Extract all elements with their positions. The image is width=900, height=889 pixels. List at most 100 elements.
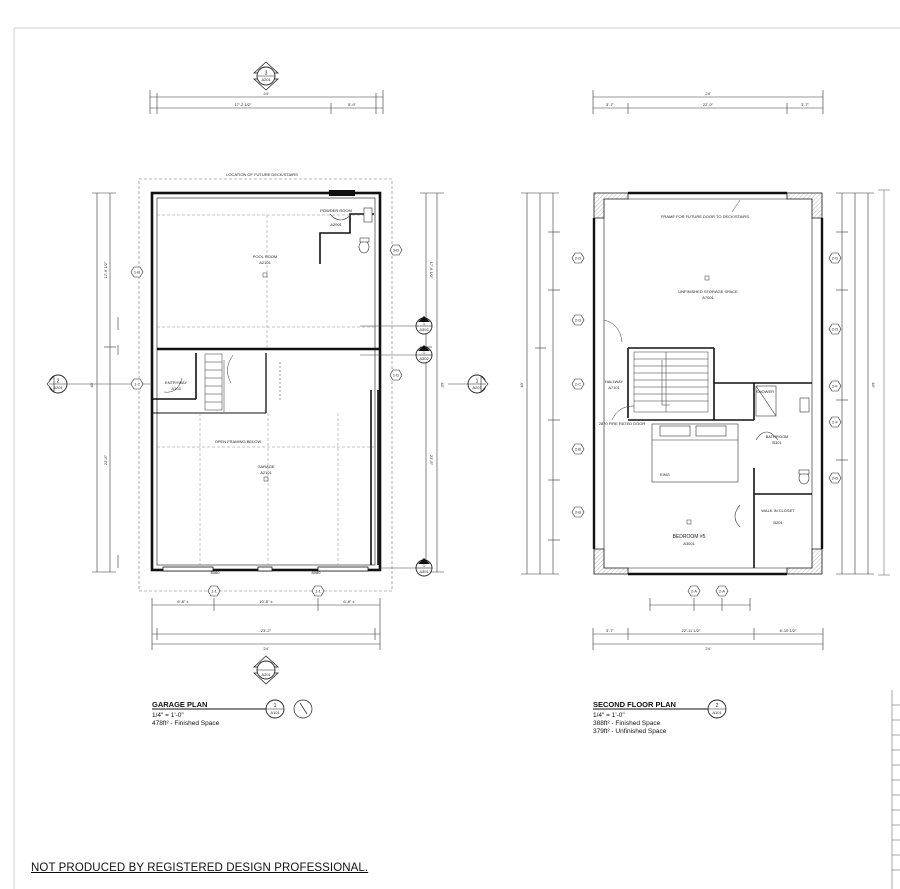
plan-area: 379ft² - Unfinished Space: [593, 728, 667, 735]
garage-dim-bottom-part: 6'-8" ±: [343, 599, 355, 604]
wall-tag[interactable]: 2-D: [571, 314, 585, 326]
wall-tag[interactable]: 2-D: [828, 472, 842, 484]
wall-tag[interactable]: 1-B: [130, 266, 144, 278]
wall-tag-label: 1-1: [315, 589, 322, 594]
garage-door-label: 8080: [312, 570, 322, 575]
ceiling-light: [704, 275, 710, 281]
wall-tag[interactable]: 2-A: [687, 585, 701, 597]
garage-stairs: [204, 353, 281, 412]
second-dim-right: [836, 192, 874, 575]
wall-tag-label: 1-D: [393, 373, 400, 378]
garage-dim-bottom-part: 10'-8" ±: [259, 599, 273, 604]
room-name: POWDER ROOM: [320, 208, 352, 213]
fire-door-note: 2870 FIRE RATED DOOR: [599, 421, 646, 426]
second-dim-bottom-part: 6'-10 1/2": [780, 628, 797, 633]
wall-tag[interactable]: 2-C: [571, 378, 585, 390]
wall-tag[interactable]: 2-B: [571, 443, 585, 455]
wall-tag[interactable]: 2-B: [571, 506, 585, 518]
garage-dim-left-overall: 40': [89, 382, 94, 387]
garage-door-label: 8080: [211, 570, 221, 575]
wall-tag-label: 2-B: [575, 510, 582, 515]
future-decks-note: LOCATION OF FUTURE DECK/STAIRS: [226, 172, 298, 177]
room-number: A7001: [702, 295, 714, 300]
plan-title: GARAGE PLAN: [152, 700, 207, 709]
disclaimer-text: NOT PRODUCED BY REGISTERED DESIGN PROFES…: [31, 862, 369, 874]
section-marker-sheet: A301: [419, 569, 429, 574]
wall-tag[interactable]: 2-D: [571, 252, 585, 264]
wall-tag[interactable]: 1-2: [130, 378, 144, 390]
room-name: HALLWAY: [605, 379, 624, 384]
room-number: B201: [773, 520, 783, 525]
room-name: POOL ROOM: [253, 254, 278, 259]
garage-doors: [162, 566, 369, 572]
garage-dim-right-overall: 40': [440, 382, 445, 387]
wall-tag-label: 2-D: [575, 318, 582, 323]
section-marker-right[interactable]: 1 A302: [360, 316, 433, 335]
bed-note: KING: [660, 472, 670, 477]
plan-area: 388ft² - Finished Space: [593, 720, 661, 727]
garage-dim-left: [92, 192, 119, 573]
room-name: WALK IN CLOSET: [761, 508, 795, 513]
entry-door-swing: [163, 377, 183, 393]
garage-dim-bottom-mid: 23'-2": [261, 628, 272, 633]
sheet-border: [13, 27, 900, 889]
garage-deck-outline: [138, 178, 393, 592]
wall-tag-label: 2-D: [832, 256, 839, 261]
wall-tag-label: 2-D: [575, 256, 582, 261]
plan-area: 478ft² - Finished Space: [152, 720, 220, 727]
section-marker-left[interactable]: 2 A201: [46, 374, 152, 394]
room-name: GARAGE: [257, 464, 274, 469]
second-dim-top-part: 3'-7": [606, 102, 615, 107]
wall-tag[interactable]: 2-D: [828, 252, 842, 264]
door-swing: [603, 319, 623, 343]
plan-title: SECOND FLOOR PLAN: [593, 700, 676, 709]
section-marker-sheet: A201: [53, 385, 63, 390]
second-dim-left-overall: 40': [519, 382, 524, 387]
wall-tag[interactable]: 2-A: [715, 585, 729, 597]
room-number: A2101: [260, 470, 272, 475]
wall-tag[interactable]: 2-F: [828, 380, 842, 392]
powder-room-fixtures: [329, 207, 373, 254]
ceiling-light: [263, 476, 269, 482]
bed: [651, 423, 739, 483]
wall-tag[interactable]: 1-D: [389, 369, 403, 381]
section-marker-sheet: A302: [419, 327, 429, 332]
section-marker-top[interactable]: 3 A201: [252, 61, 280, 91]
title-ref-sheet: A101: [270, 710, 280, 715]
garage-dim-right-part: 17'-6 1/2": [429, 262, 434, 279]
wall-tag-label: 2-A: [719, 589, 726, 594]
wall-tag[interactable]: 2-D: [828, 323, 842, 335]
section-marker-right[interactable]: 1 A302: [360, 345, 433, 364]
second-dim-top-part: 3'-7": [801, 102, 810, 107]
section-marker-bottom[interactable]: A201: [252, 655, 280, 685]
header-beam: [329, 190, 355, 196]
garage-dim-bottom: [151, 598, 381, 650]
wall-tag[interactable]: 1-1: [207, 585, 221, 597]
room-number: B301: [772, 440, 782, 445]
wall-tag[interactable]: 3-D: [389, 244, 403, 256]
garage-dim-top: [149, 90, 384, 114]
wall-tag[interactable]: 2-F: [828, 416, 842, 428]
section-marker-num: 3: [265, 71, 268, 77]
elevation-marker-right[interactable]: 1 A201: [448, 374, 489, 394]
room-number: A2001: [330, 222, 342, 227]
section-marker-sheet: A201: [261, 77, 271, 82]
garage-dim-bottom-overall: 24': [263, 646, 268, 651]
section-marker-sheet: A302: [419, 356, 429, 361]
room-number: A3001: [683, 541, 695, 546]
second-floor-plan: 24' 3'-7" 22'-9" 3'-7": [519, 90, 876, 735]
garage-plan: 3 A201 24' 17'-2 1/2" 5'-9" LOCATION OF …: [46, 61, 489, 727]
plan-scale: 1/4" = 1'-0": [152, 712, 184, 719]
section-marker-num: 2: [57, 379, 60, 385]
garage-dim-top-overall: 24': [263, 91, 268, 96]
garage-interior-walls: [152, 213, 380, 565]
wall-tag[interactable]: 1-1: [311, 585, 325, 597]
section-marker-right[interactable]: 1 A301: [380, 558, 433, 577]
garage-dim-top-part: 5'-9": [348, 102, 357, 107]
wall-tag-label: 2-D: [832, 327, 839, 332]
wall-tag-label: 1-B: [134, 270, 141, 275]
second-dim-top: [592, 90, 824, 114]
wall-tag-label: 2-B: [575, 447, 582, 452]
sheet-title-block-edge: [878, 189, 900, 889]
